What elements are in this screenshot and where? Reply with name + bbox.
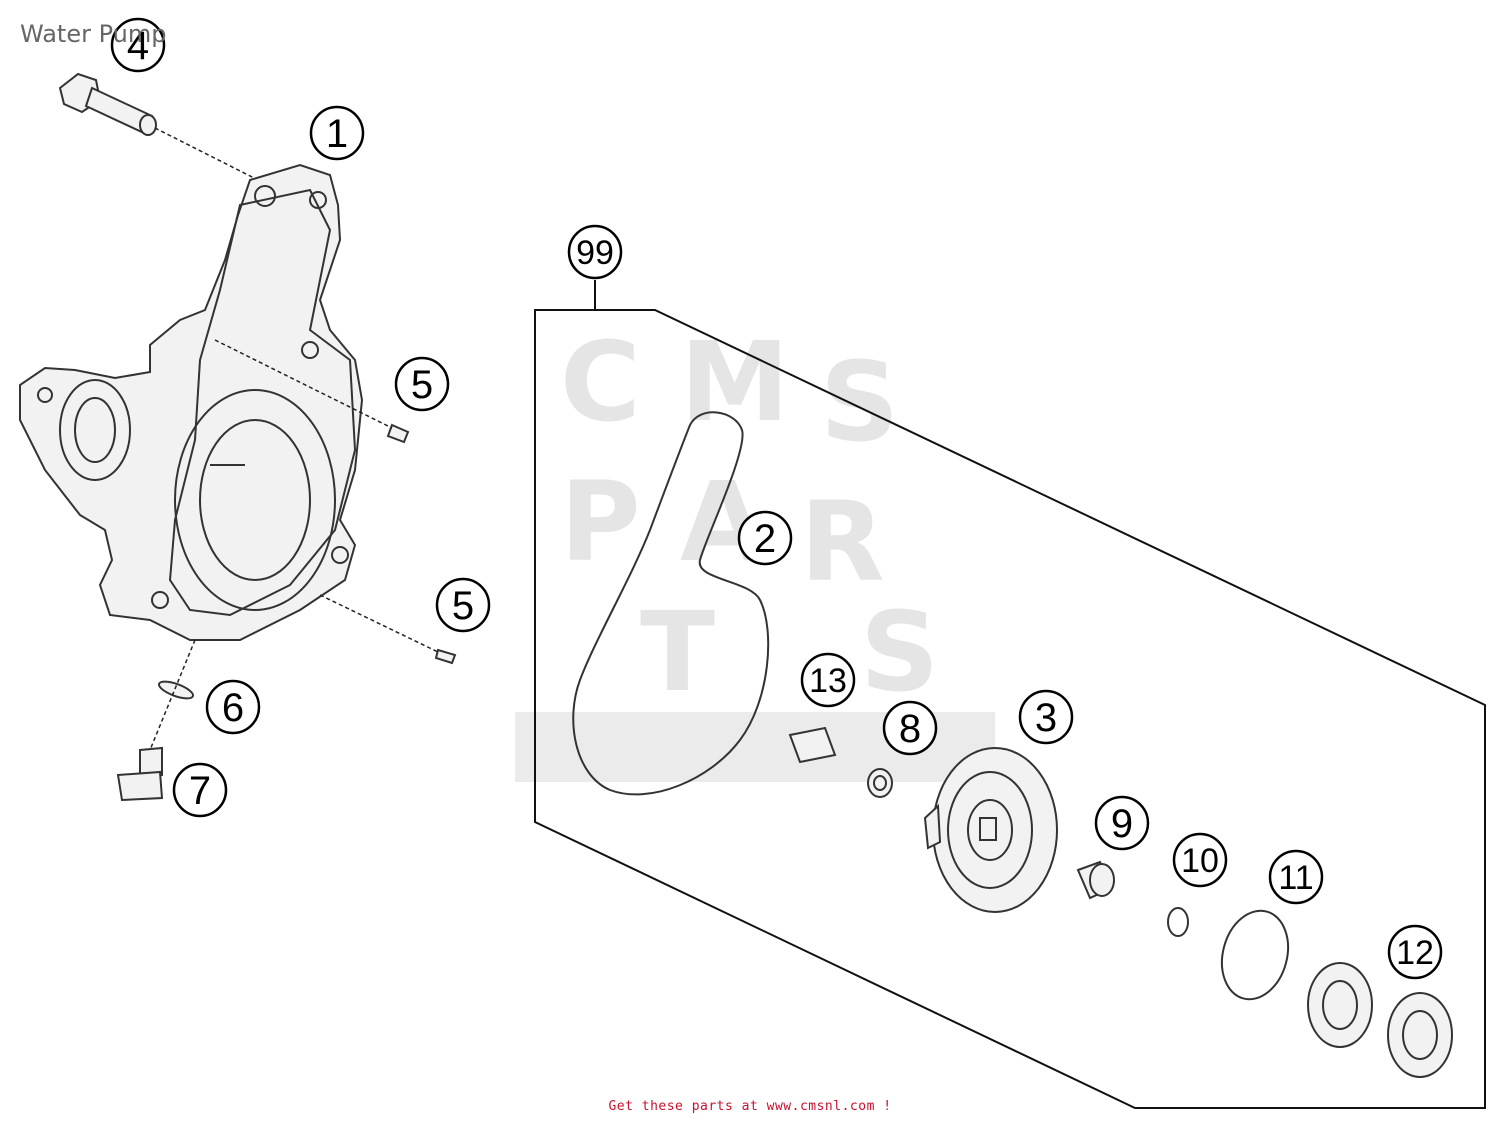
callout-label: 7 bbox=[189, 769, 211, 813]
shaft-seal-part bbox=[1307, 962, 1453, 1078]
callout-label: 13 bbox=[809, 662, 847, 700]
callout-10: 10 bbox=[1172, 832, 1228, 888]
callout-12: 12 bbox=[1387, 924, 1443, 980]
callout-label: 10 bbox=[1181, 842, 1219, 880]
bushing-part bbox=[1076, 860, 1115, 900]
leader-line bbox=[214, 339, 393, 429]
pin-part bbox=[386, 423, 457, 665]
callout-99: 99 bbox=[567, 224, 623, 280]
watermark-letter: S bbox=[860, 588, 939, 716]
leader-line bbox=[319, 594, 439, 653]
callout-5: 5 bbox=[435, 577, 491, 633]
footer-link[interactable]: Get these parts at www.cmsnl.com ! bbox=[608, 1099, 892, 1114]
watermark-letter: M bbox=[680, 318, 789, 446]
callout-11: 11 bbox=[1268, 849, 1324, 905]
callout-label: 2 bbox=[754, 517, 776, 561]
callout-label: 8 bbox=[899, 707, 921, 751]
diagram-title: Water Pump bbox=[20, 20, 167, 48]
watermark-letter: C bbox=[560, 318, 641, 446]
callout-label: 1 bbox=[326, 112, 348, 156]
callout-label: 99 bbox=[576, 234, 614, 272]
washer-part bbox=[157, 680, 195, 700]
o-ring-part bbox=[1167, 907, 1189, 937]
bolt-part bbox=[58, 72, 157, 136]
callout-5: 5 bbox=[394, 356, 450, 412]
impeller-part bbox=[923, 747, 1058, 913]
kit-outline bbox=[534, 309, 1486, 1109]
watermark-letter: R bbox=[800, 478, 885, 606]
callout-13: 13 bbox=[800, 652, 856, 708]
callout-label: 9 bbox=[1111, 802, 1133, 846]
callout-label: 6 bbox=[222, 686, 244, 730]
circlip-part bbox=[1220, 909, 1290, 1001]
callout-7: 7 bbox=[172, 762, 228, 818]
callout-8: 8 bbox=[882, 700, 938, 756]
callout-label: 5 bbox=[411, 363, 433, 407]
callout-1: 1 bbox=[309, 105, 365, 161]
callout-3: 3 bbox=[1018, 689, 1074, 745]
callout-label: 11 bbox=[1278, 859, 1313, 897]
callout-2: 2 bbox=[737, 510, 793, 566]
callout-label: 3 bbox=[1035, 696, 1057, 740]
leader-line bbox=[149, 639, 196, 751]
callout-label: 12 bbox=[1396, 934, 1434, 972]
leader-line bbox=[154, 127, 263, 183]
pump-cover-part bbox=[19, 163, 364, 641]
callout-label: 5 bbox=[452, 584, 474, 628]
callout-4: 4 bbox=[110, 17, 166, 73]
watermark-letter: T bbox=[640, 588, 715, 716]
watermark-letter: S bbox=[820, 338, 899, 466]
fitting-part bbox=[788, 726, 837, 764]
callout-label: 4 bbox=[127, 24, 149, 68]
callout-6: 6 bbox=[205, 679, 261, 735]
drain-screw-part bbox=[116, 746, 164, 802]
watermark-letter: P bbox=[560, 458, 641, 586]
seal-part bbox=[867, 768, 893, 798]
gasket-part bbox=[572, 411, 770, 796]
callout-9: 9 bbox=[1094, 795, 1150, 851]
